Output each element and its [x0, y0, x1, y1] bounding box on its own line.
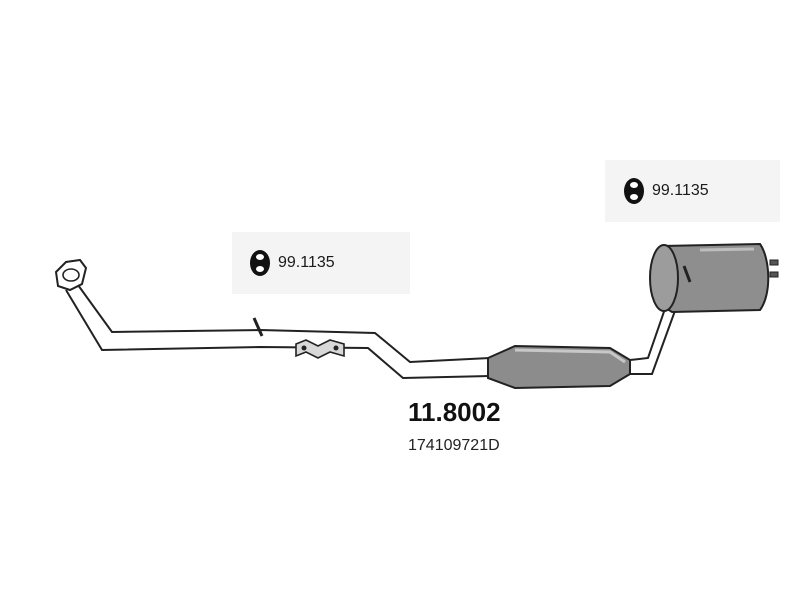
hanger-callout-2: 99.1135: [622, 176, 709, 206]
rubber-hanger-icon: [624, 178, 644, 204]
hanger-part-code: 99.1135: [652, 182, 709, 199]
exhaust-pipe: [65, 284, 491, 380]
part-number: 11.8002: [408, 397, 501, 427]
rear-muffler: [649, 242, 779, 314]
hanger-part-code: 99.1135: [278, 254, 335, 271]
oem-number: 174109721D: [408, 437, 500, 454]
pipe-bracket: [295, 339, 345, 359]
hanger-callout-1: 99.1135: [248, 248, 335, 278]
rubber-hanger-icon: [250, 250, 270, 276]
front-flange: [54, 258, 88, 292]
center-resonator: [487, 344, 631, 390]
